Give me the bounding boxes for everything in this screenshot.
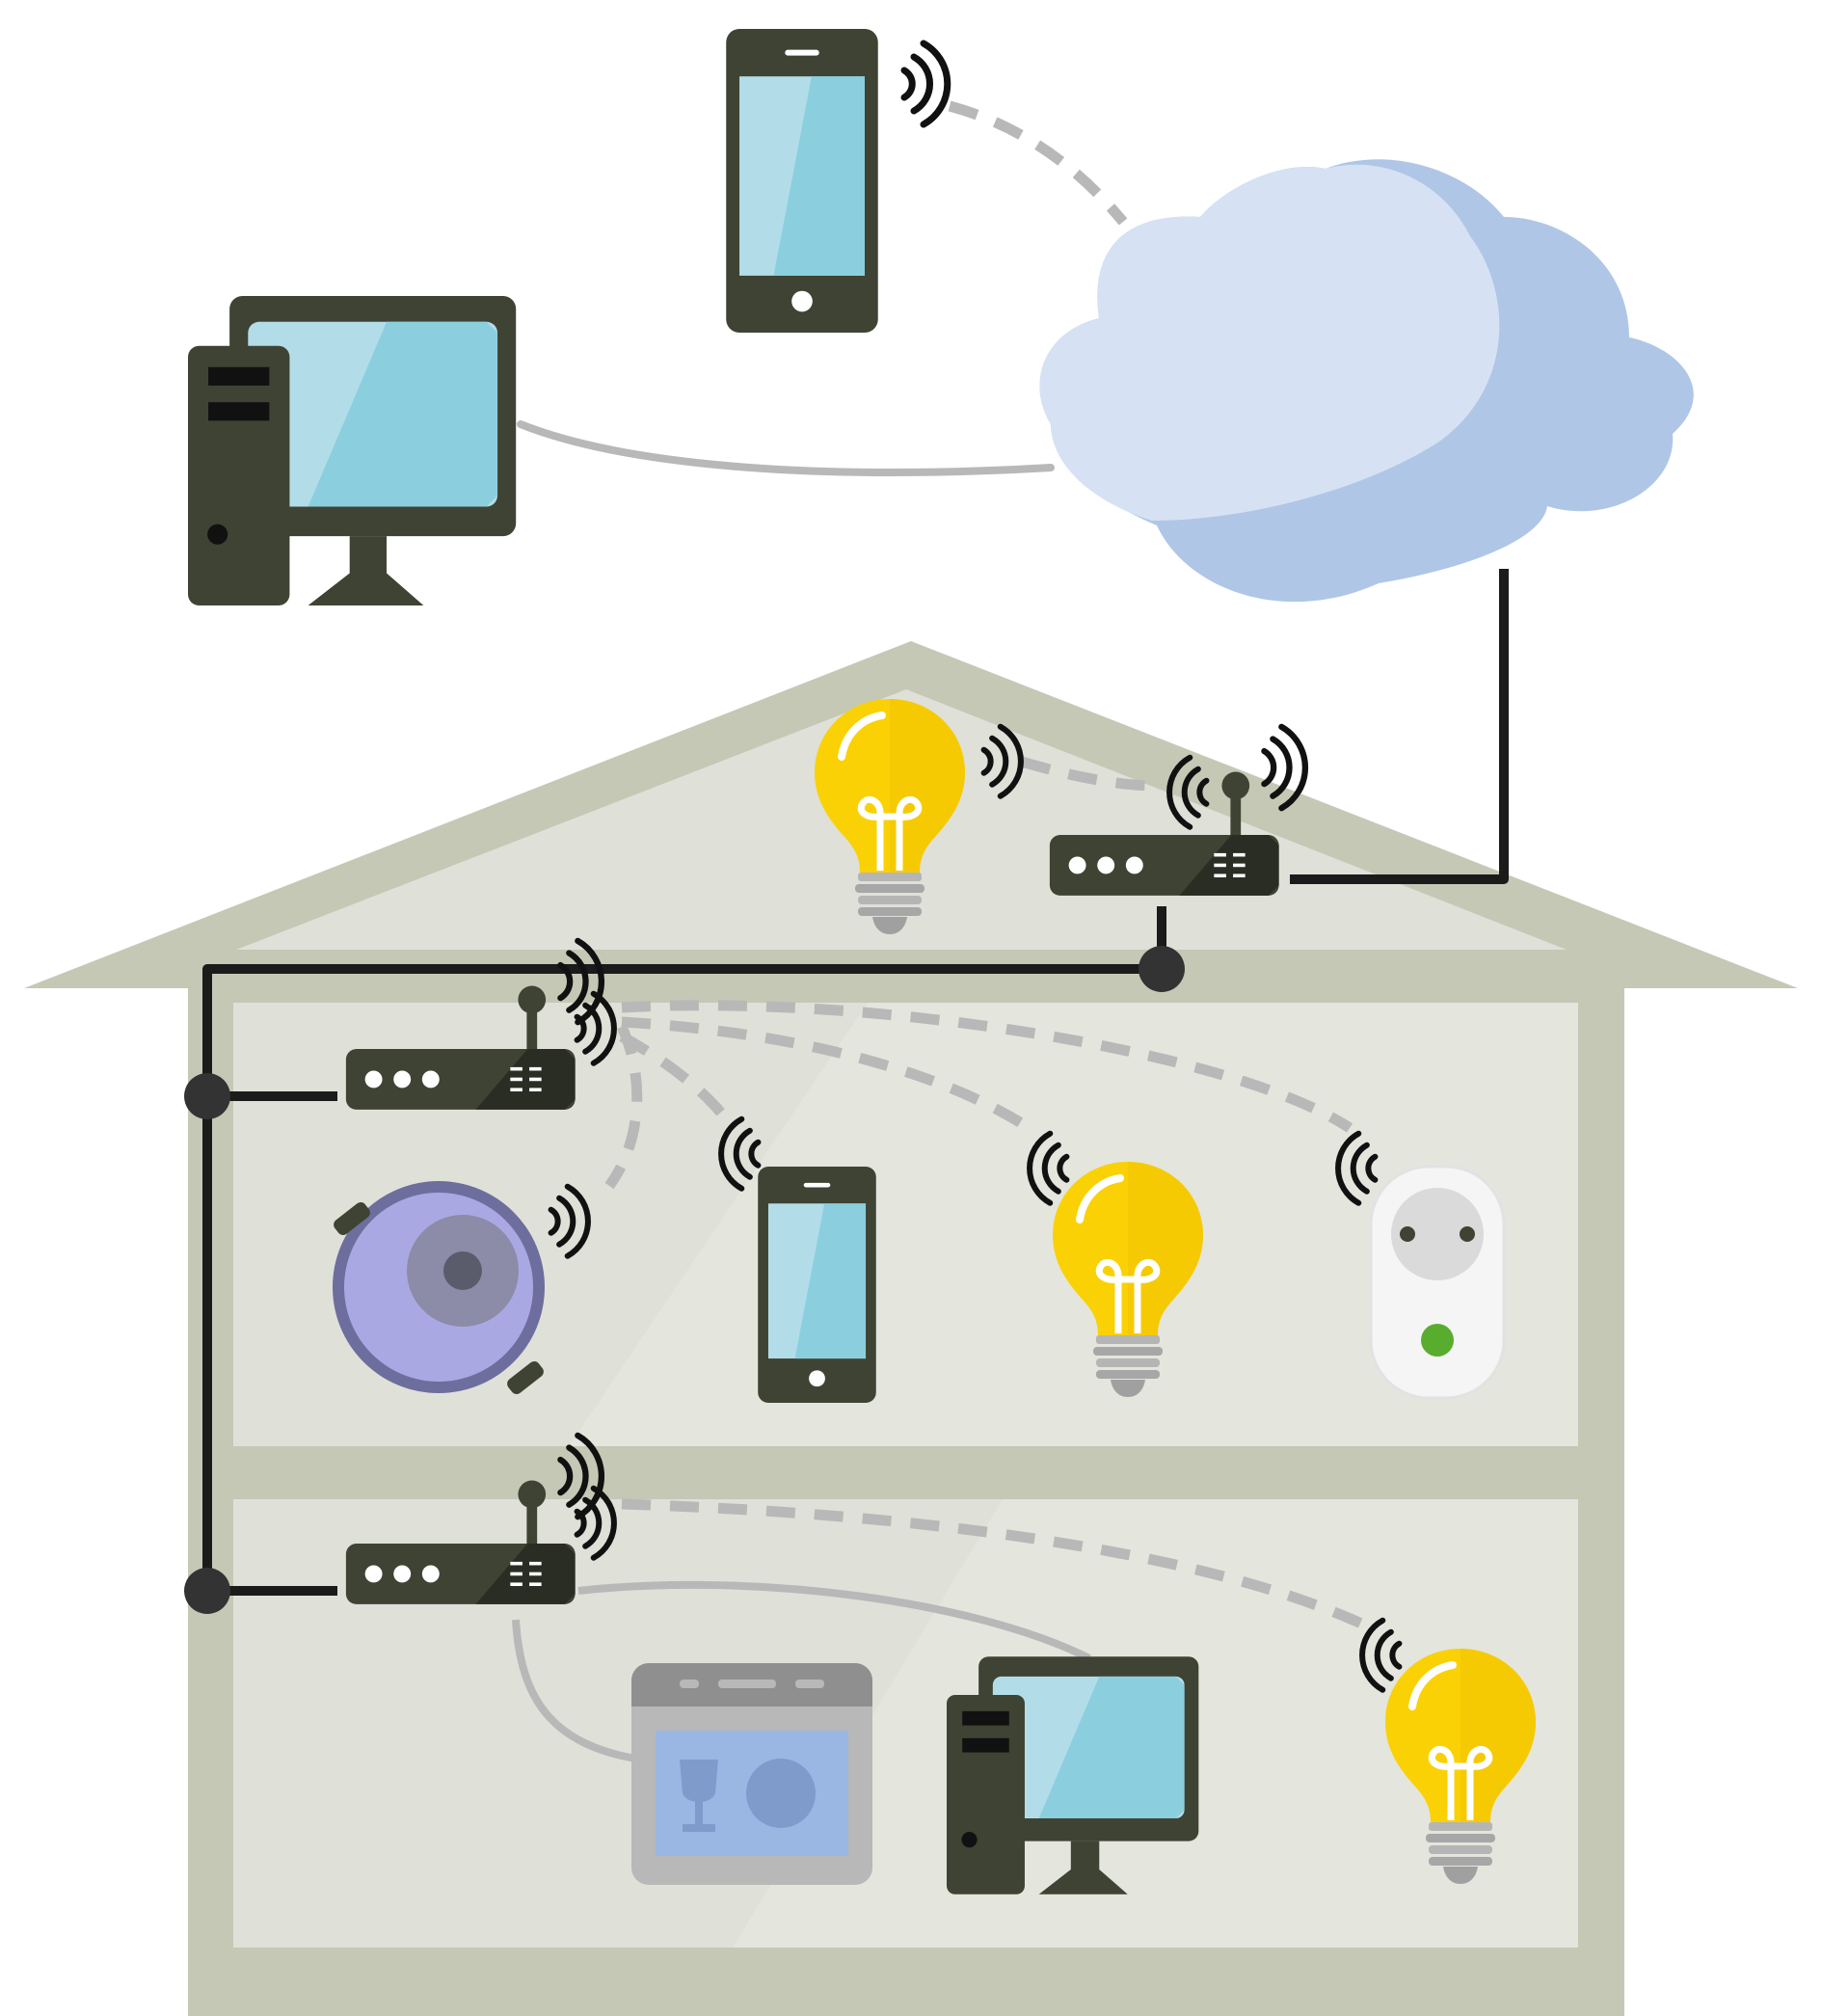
desktop-computer-icon [188, 295, 517, 606]
dishwasher [631, 1663, 872, 1885]
wireless-connections [604, 100, 1377, 1634]
floor-1-bulb-wireless-link [621, 1016, 1040, 1138]
floor-2-bulb-wireless-link [621, 1498, 1377, 1634]
cloud-icon [1039, 159, 1694, 603]
house-backbone-cable [202, 906, 1166, 1591]
cable-junction [184, 1568, 230, 1614]
attic-bulb-wireless-link [1020, 756, 1158, 792]
remote-phone [726, 29, 948, 333]
dishwasher-icon [631, 1663, 872, 1885]
remote-desktop-cable [517, 420, 1055, 476]
wireless-signal-icon [904, 43, 948, 124]
floor-1-phone-wireless-link [619, 1032, 737, 1132]
floor-2-desktop-cable [577, 1580, 1091, 1662]
dishwasher-cable [512, 1619, 642, 1763]
wired-connections [184, 420, 1509, 1763]
cable-junction [1139, 946, 1185, 992]
smart-plug-icon [1369, 1165, 1506, 1400]
smartphone-icon [726, 29, 878, 333]
robot-vacuum-icon [333, 1181, 545, 1394]
remote-desktop [188, 295, 517, 606]
cable-junction [184, 1073, 230, 1119]
smartphone-icon [758, 1167, 876, 1403]
cloud-to-router-cable [1290, 569, 1509, 884]
smart-plug [1338, 1134, 1506, 1400]
remote-phone-wireless-link [948, 100, 1128, 226]
smart-plug-wireless-link [621, 1000, 1353, 1133]
robot-vacuum [333, 1181, 588, 1394]
